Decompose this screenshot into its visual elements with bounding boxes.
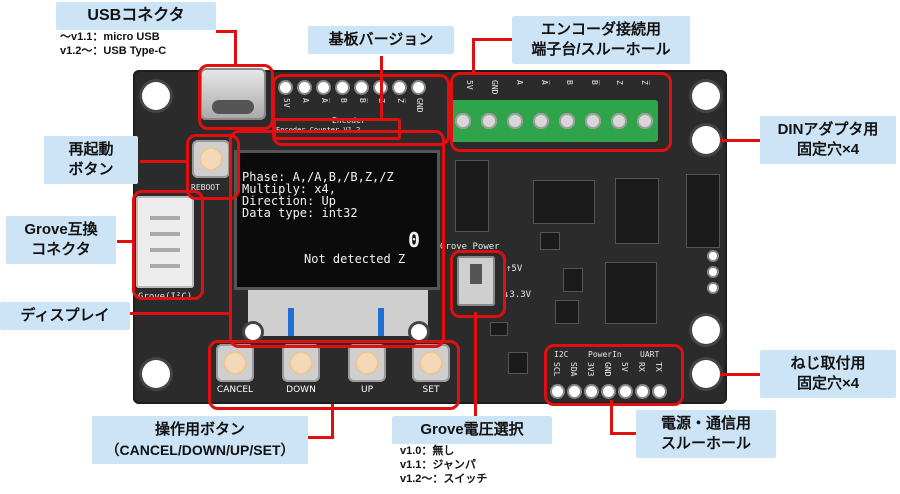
din-leader [720,139,760,142]
display-callout: ディスプレイ [0,302,130,330]
grove-voltage-note-2: v1.1：ジャンパ [400,459,476,471]
down-button[interactable] [282,344,320,382]
small-component [540,232,560,250]
through-hole-highlight [544,344,684,406]
set-button[interactable] [412,344,450,382]
encoder-leader [472,38,512,41]
i2c-group-label: I2C [554,350,569,359]
oled-display [234,150,440,290]
oled-line-direction: Direction: Up [242,194,336,208]
set-label: SET [422,385,440,395]
usb-note-1: 〜v1.1：micro USB [60,31,160,43]
grove-highlight [132,190,204,300]
mount-hole [692,126,720,154]
switch-knob [470,264,482,284]
small-component [563,268,583,292]
oled-count: 0 [408,228,421,252]
usb-leader [216,30,237,33]
reboot-highlight [186,134,240,200]
reboot-button[interactable] [192,140,230,178]
transistor [490,322,508,336]
board-version-callout: 基板バージョン [308,26,454,54]
din-callout: DINアダプタ用 固定穴×4 [760,116,896,164]
mount-hole [692,316,720,344]
regulator-chip [555,300,579,324]
oled-flex-cable [248,290,428,336]
mount-hole [692,360,720,388]
powerin-group-label: PowerIn [588,350,622,359]
encoder-header-highlight [272,74,450,146]
encoder-terminal-callout: エンコーダ接続用 端子台/スルーホール [512,16,690,64]
uart-group-label: UART [640,350,660,359]
grove-voltage-title: Grove電圧選択 [392,416,552,444]
buttons-highlight [208,340,460,410]
reboot-callout: 再起動 ボタン [44,136,138,184]
grove-power-label: Grove Power [440,242,500,252]
ic-chip [686,174,720,248]
grove-callout: Grove互換 コネクタ [6,216,116,264]
version-leader [380,56,383,120]
usb-note-2: v1.2〜：USB Type-C [60,45,167,57]
display-highlight [229,130,445,348]
oled-line-datatype: Data type: int32 [242,206,358,220]
down-label: DOWN [286,385,316,395]
switch-highlight [450,250,506,318]
usb-callout: USBコネクタ 〜v1.1：micro USB v1.2〜：USB Type-C [56,2,216,58]
mount-hole [142,82,170,110]
ic-chip [455,160,489,232]
switch-33v-label: ↓3.3V [504,290,532,300]
grove-leader [117,240,134,243]
cancel-button[interactable] [216,344,254,382]
oled-line-phase: Phase: A,/A,B,/B,Z,/Z [242,170,394,184]
screw-hole-callout: ねじ取付用 固定穴×4 [760,350,896,398]
encoder-leader [472,38,475,74]
oled-line-multiply: Multiply: x4, [242,182,336,196]
reboot-label: REBOOT [191,183,220,192]
power-comm-callout: 電源・通信用 スルーホール [636,410,776,458]
grove-voltage-note-3: v1.2〜：スイッチ [400,473,488,485]
mount-hole [692,82,720,110]
usb-highlight [198,64,274,130]
up-label: UP [360,385,373,395]
ops-buttons-callout: 操作用ボタン （CANCEL/DOWN/UP/SET） [92,416,308,464]
cancel-label: CANCEL [216,385,254,395]
through-hole-leader [610,400,613,434]
ic-chip [605,262,657,324]
display-leader [130,312,231,315]
reboot-leader [140,160,188,163]
grove-connector [136,196,194,288]
buttons-leader [300,436,334,439]
usb-leader [234,30,237,66]
grove-power-switch[interactable] [457,256,495,306]
screw-leader [720,373,760,376]
oled-mount-hole [245,324,261,340]
switch-leader [474,312,477,416]
usb-callout-title: USBコネクタ [56,2,216,30]
terminal-highlight [450,72,672,152]
ic-chip [615,178,659,244]
transistor [508,352,528,374]
usb-port-opening [212,100,254,114]
grove-voltage-note-1: v1.0：無し [400,445,455,457]
oled-status: Not detected Z [304,252,406,266]
switch-5v-label: ↑5V [506,264,523,274]
version-highlight [273,118,401,140]
through-hole-leader [610,432,636,435]
up-button[interactable] [348,344,386,382]
mount-hole [142,360,170,388]
screw-terminal-block [450,100,658,142]
grove-voltage-callout: Grove電圧選択 v1.0：無し v1.1：ジャンパ v1.2〜：スイッチ [392,416,552,486]
ic-chip [533,180,595,224]
oled-mount-hole [411,324,427,340]
buttons-leader [331,404,334,438]
